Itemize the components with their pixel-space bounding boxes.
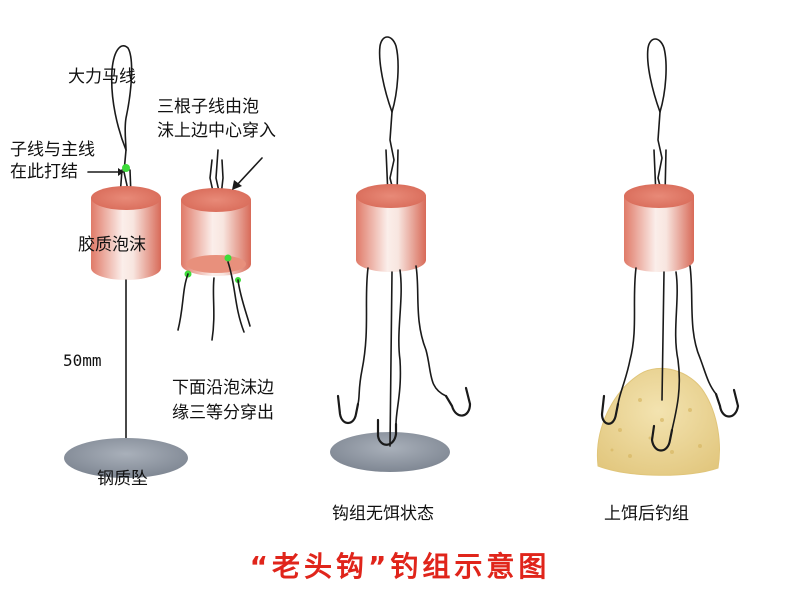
bait-mound: [596, 367, 720, 476]
label-with-bait: 上饵后钓组: [604, 504, 689, 524]
steel-sinker: [64, 438, 188, 478]
diagram-title: “老头钩”钓组示意图: [250, 550, 551, 583]
foam-cylinder: [91, 186, 161, 280]
label-no-bait: 钩组无饵状态: [332, 504, 434, 524]
label-knot-1: 子线与主线: [10, 140, 95, 160]
label-three-lines-1: 三根子线由泡: [157, 97, 259, 117]
label-knot-2: 在此打结: [10, 162, 78, 182]
loop: [378, 36, 399, 113]
rig-no-bait: 钩组无饵状态: [330, 36, 472, 524]
label-bottom-2: 缘三等分穿出: [172, 403, 274, 423]
entry-arrow: [235, 157, 263, 187]
main-line-loop: [110, 45, 133, 151]
foam-detail: 三根子线由泡 沫上边中心穿入 下面沿泡沫边 缘三等分穿出: [157, 97, 276, 423]
knot-marker: [122, 164, 130, 172]
loop: [646, 38, 667, 113]
label-bottom-1: 下面沿泡沫边: [172, 378, 274, 398]
rig-assembled-labeled: 大力马线 子线与主线 在此打结 胶质泡沫 50mm 钢质坠: [10, 45, 188, 489]
label-dali-line: 大力马线: [68, 67, 136, 87]
label-sinker: 钢质坠: [97, 469, 148, 489]
rig-with-bait: 上饵后钓组: [596, 38, 740, 524]
label-foam: 胶质泡沫: [78, 235, 146, 255]
label-distance: 50mm: [63, 351, 102, 370]
label-three-lines-2: 沫上边中心穿入: [157, 121, 276, 141]
